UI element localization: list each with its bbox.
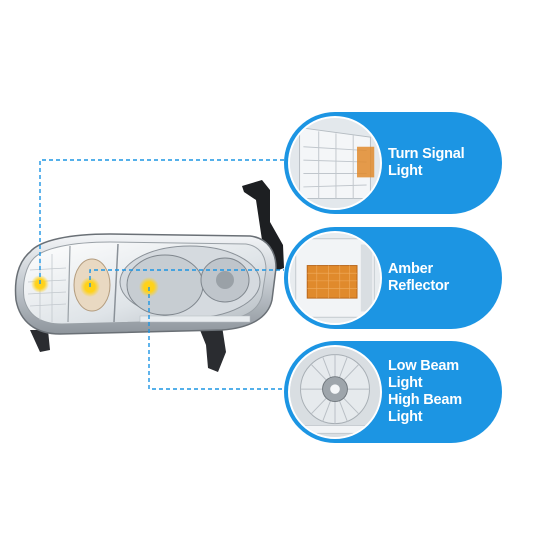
- callout-label-amber-reflector: Amber Reflector: [388, 261, 450, 294]
- headlight-housing: [14, 233, 277, 335]
- callout-amber-reflector: Amber Reflector: [284, 227, 502, 329]
- callout-turn-signal: Turn Signal Light: [284, 112, 502, 214]
- callout-label-low-beam: Low Beam Light: [388, 358, 459, 391]
- amber-reflector-closeup: [288, 231, 382, 325]
- callout-beam-lights: Low Beam Light High Beam Light: [284, 341, 502, 443]
- callout-label-turn-signal: Turn Signal Light: [388, 146, 465, 179]
- mounting-bracket: [30, 180, 284, 372]
- beam-projector-closeup: [288, 345, 382, 439]
- callout-leader-lines: [39, 159, 284, 390]
- turn-signal-closeup: [288, 116, 382, 210]
- callout-label-high-beam: High Beam Light: [388, 392, 462, 425]
